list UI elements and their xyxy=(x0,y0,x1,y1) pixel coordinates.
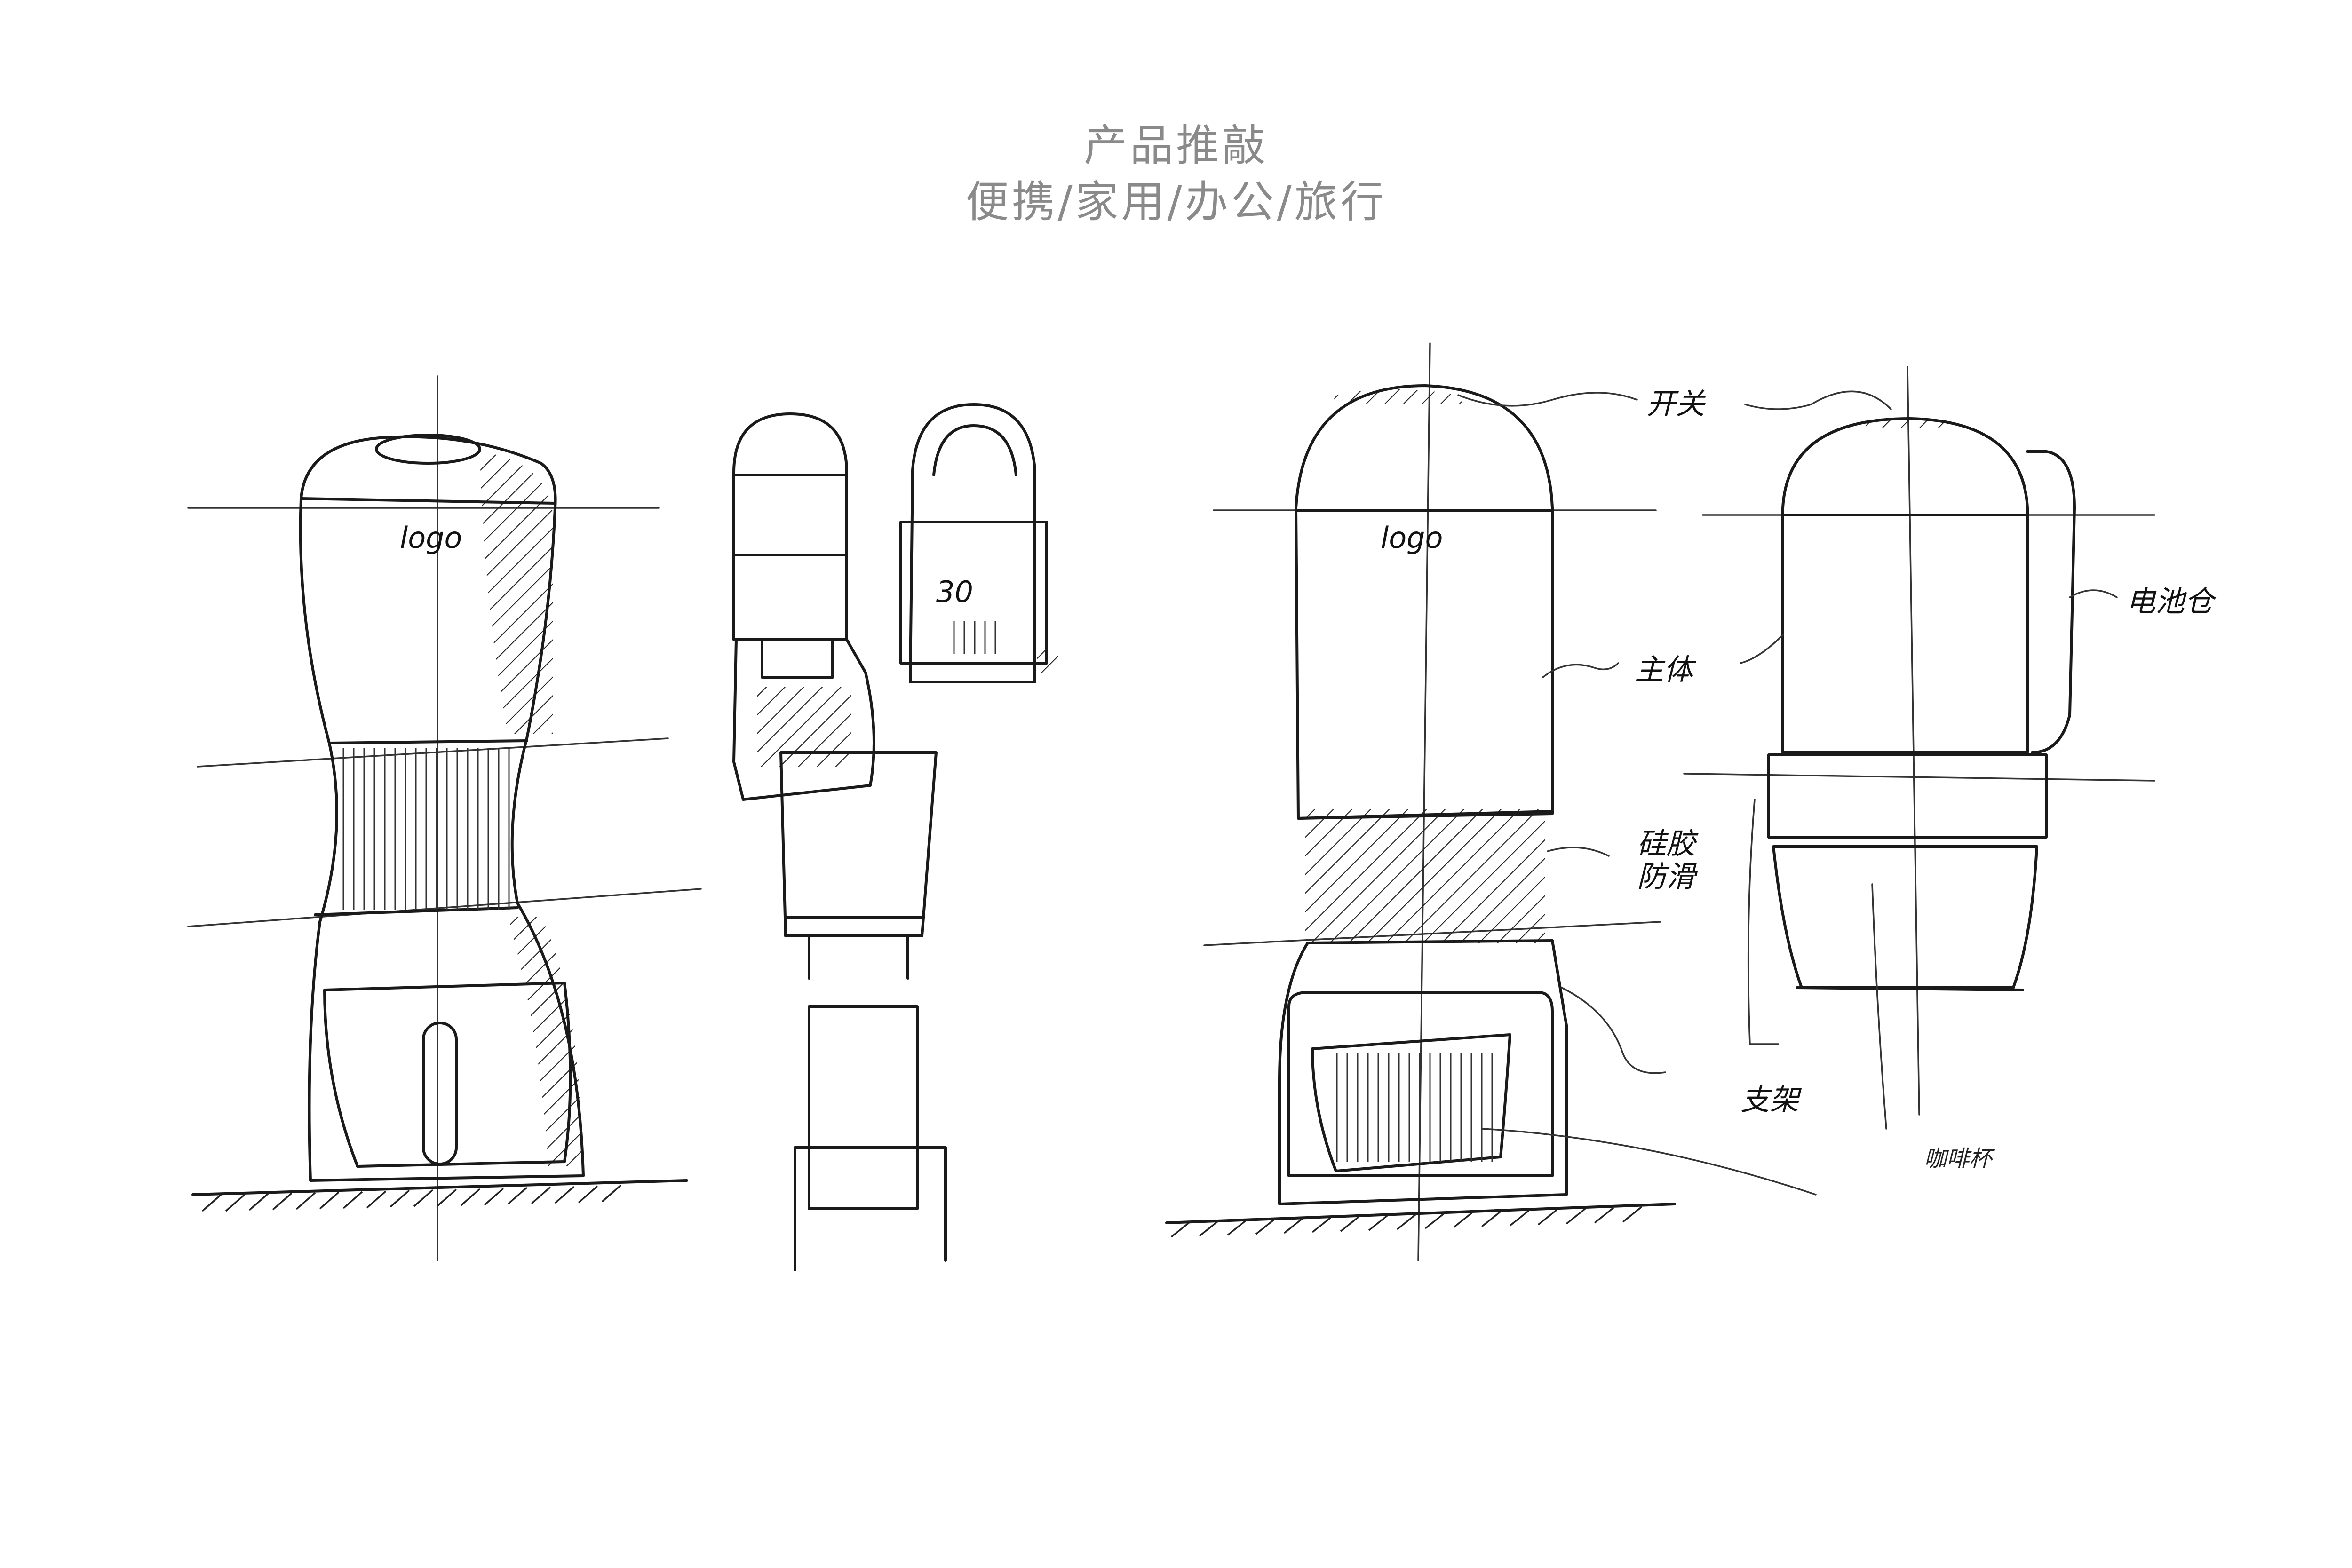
callout-cup2 xyxy=(1871,883,1887,1130)
switch-cap xyxy=(1331,389,1463,404)
cup-holder xyxy=(1772,845,2038,989)
cup-body xyxy=(779,751,938,937)
logo-mark-left: logo xyxy=(400,521,462,555)
silicone-sleeve xyxy=(1767,753,2048,839)
page-title: 产品推敲 xyxy=(1083,120,1268,171)
cap-line xyxy=(300,497,556,505)
logo-mark-right: logo xyxy=(1381,521,1443,555)
sketch-middle-components: 30 xyxy=(732,403,1058,1271)
base-hatch-frame xyxy=(1287,991,1554,1177)
shade-lower xyxy=(508,917,583,1166)
grip-lines xyxy=(334,748,517,910)
shade-upper xyxy=(480,451,553,734)
side-tab xyxy=(1037,649,1058,673)
battery-body-outline xyxy=(1781,417,2029,754)
label-battery: 电池仓 xyxy=(2126,584,2217,618)
ground-line xyxy=(191,1179,688,1196)
base-grill xyxy=(1327,1053,1501,1162)
capsule-top xyxy=(732,412,848,641)
callout-battery xyxy=(2069,589,2118,598)
callout-switch-2 xyxy=(1744,390,1892,410)
battery-pack xyxy=(2026,450,2076,754)
silicone-band xyxy=(1305,809,1545,943)
side-grill xyxy=(946,621,1002,654)
base-window xyxy=(323,982,572,1168)
band-bottom xyxy=(1306,939,1554,944)
label-anti-slip: 防滑 xyxy=(1637,859,1698,894)
title-block: 产品推敲 便携/家用/办公/旅行 xyxy=(0,118,2352,230)
side-window xyxy=(899,521,1048,665)
label-cup: 咖啡杯 xyxy=(1924,1146,1995,1172)
capsule-hatch xyxy=(757,687,851,767)
stand-cup xyxy=(808,1005,919,1210)
main-body-outline xyxy=(1295,384,1554,820)
callout-stand xyxy=(1747,799,1779,1045)
page-subtitle: 便携/家用/办公/旅行 xyxy=(965,177,1387,227)
axis-vertical xyxy=(1907,366,1920,1116)
label-body: 主体 xyxy=(1635,652,1697,687)
sketch-right-main: logo xyxy=(1165,342,1817,1261)
cap-top xyxy=(375,434,481,465)
band-top xyxy=(1297,810,1554,820)
sketch-right-battery xyxy=(1683,366,2155,1130)
capsule-bottom xyxy=(732,638,875,801)
callout-switch xyxy=(1457,392,1638,407)
band-top xyxy=(328,739,528,744)
base-outline xyxy=(1278,939,1568,1205)
axis-horizontal xyxy=(1683,773,2155,782)
side-bottle-inner xyxy=(932,424,1017,476)
callout-cup xyxy=(1481,1128,1817,1196)
label-switch: 开关 xyxy=(1646,387,1706,421)
callout-body xyxy=(1542,662,1619,678)
sketch-left-bottle: logo xyxy=(187,375,702,1261)
capsule-grill xyxy=(761,638,834,679)
label-stand: 支架 xyxy=(1740,1083,1802,1117)
callout-silicone xyxy=(1547,847,1610,857)
callout-body-2 xyxy=(1740,634,1784,664)
ground-line xyxy=(1165,1203,1676,1224)
base-slot xyxy=(422,1022,458,1165)
capacity-label: 30 xyxy=(936,575,973,609)
side-bottle xyxy=(909,403,1036,683)
cup-bottom xyxy=(1796,986,2024,991)
callout-base xyxy=(1561,987,1666,1074)
label-silicone: 硅胶 xyxy=(1637,826,1699,861)
